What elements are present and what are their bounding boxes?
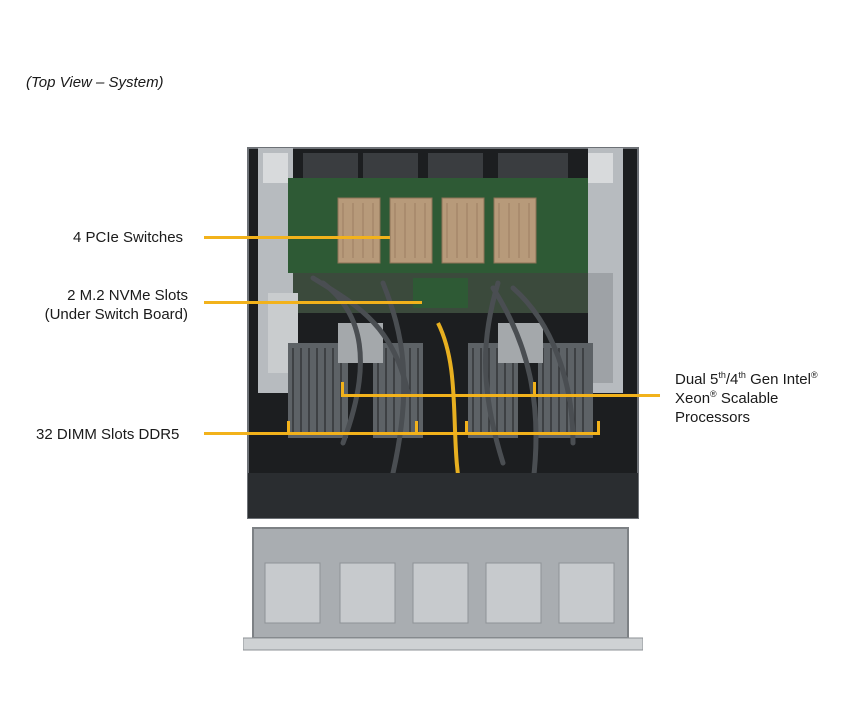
cpu-line2-sup: ® — [710, 389, 717, 399]
cpu-callout-line — [341, 394, 660, 397]
pcie-callout-line — [204, 236, 390, 239]
dimm-tick — [415, 421, 418, 433]
dimm-tick — [287, 421, 290, 433]
m2-nvme-label-line2: (Under Switch Board) — [44, 306, 188, 323]
dimm-tick — [597, 421, 600, 433]
m2-nvme-label: 2 M.2 NVMe Slots (Under Switch Board) — [30, 286, 188, 324]
cpu-tick — [533, 382, 536, 394]
cpu-line2-part-b: Scalable — [716, 390, 779, 407]
cpu-line1-part-a: Dual 5 — [675, 371, 719, 388]
cpu-tick — [341, 382, 344, 394]
cpu-line1-sup1: th — [718, 370, 726, 380]
cpu-line1-sup3: ® — [810, 370, 818, 380]
cpu-line2-part-a: Xeon — [675, 390, 711, 407]
pcie-switches-label: 4 PCIe Switches — [73, 229, 184, 246]
view-caption: (Top View – System) — [26, 74, 164, 91]
dimm-callout-line — [204, 432, 600, 435]
cpu-label-line2: Xeon® Scalable — [675, 389, 818, 408]
cpu-label-line1: Dual 5th/4th Gen Intel® — [675, 370, 818, 389]
dimm-tick — [465, 421, 468, 433]
m2-callout-line — [204, 301, 422, 304]
cpu-line1-part-b: /4 — [725, 371, 739, 388]
cpu-line1-part-c: Gen Intel — [745, 371, 811, 388]
cpu-line1-sup2: th — [738, 370, 746, 380]
server-chassis-image — [243, 147, 643, 651]
cpu-label-line3: Processors — [675, 409, 751, 426]
cpu-label: Dual 5th/4th Gen Intel® Xeon® Scalable P… — [675, 370, 818, 427]
m2-nvme-label-line1: 2 M.2 NVMe Slots — [67, 287, 188, 304]
dimm-slots-label: 32 DIMM Slots DDR5 — [36, 426, 180, 443]
